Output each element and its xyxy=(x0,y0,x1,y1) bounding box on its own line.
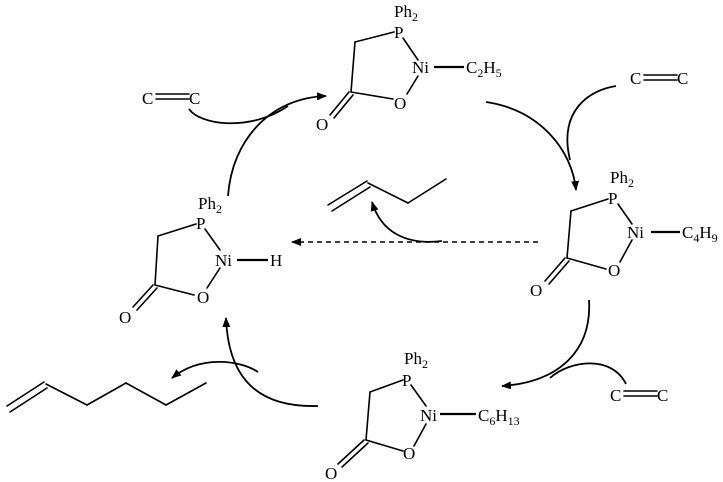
arrow-hexyl-to-nih xyxy=(222,317,319,407)
svg-text:C: C xyxy=(677,69,688,88)
phenyl-label: Ph2 xyxy=(404,349,428,371)
nickel-atom: Ni xyxy=(412,58,429,77)
svg-text:C: C xyxy=(657,386,668,405)
phenyl-label: Ph2 xyxy=(394,2,418,24)
hydride-label: H xyxy=(270,251,282,270)
arrow-ethylene-insertion-2 xyxy=(566,85,617,161)
arrow-ethylene-insertion-3 xyxy=(549,362,627,385)
nickel-atom: Ni xyxy=(627,223,644,242)
carbonyl-oxygen: O xyxy=(119,308,131,327)
svg-text:C: C xyxy=(142,89,153,108)
phosphorus-atom: P xyxy=(394,23,403,42)
ethyl-group-label: C2H5 xyxy=(466,58,502,80)
svg-text:C: C xyxy=(630,69,641,88)
nickel-atom: Ni xyxy=(215,251,232,270)
complex-ni-butyl: Ph2 P Ni O O C4H9 xyxy=(530,168,718,300)
carbonyl-oxygen: O xyxy=(316,115,328,134)
product-1-butene xyxy=(327,178,447,212)
arrow-nih-to-ethyl xyxy=(227,92,327,197)
complex-ni-ethyl: Ph2 P Ni O O C2H5 xyxy=(316,2,502,134)
complex-ni-hexyl: Ph2 P Ni O O C6H13 xyxy=(325,349,520,482)
oxygen-atom: O xyxy=(197,288,209,307)
carbonyl-oxygen: O xyxy=(530,281,542,300)
oxygen-atom: O xyxy=(394,94,406,113)
arrow-ethyl-to-butyl xyxy=(485,101,580,191)
svg-text:C: C xyxy=(189,89,200,108)
oxygen-atom: O xyxy=(403,444,415,463)
ethylene-reagent-top-right: C C xyxy=(630,69,688,88)
complex-ni-hydride: Ph2 P Ni O O H xyxy=(119,194,282,327)
oxygen-atom: O xyxy=(608,261,620,280)
ethylene-reagent-top-left: C C xyxy=(142,89,200,108)
carbonyl-oxygen: O xyxy=(325,464,337,482)
phenyl-label: Ph2 xyxy=(198,194,222,216)
phenyl-label: Ph2 xyxy=(610,168,634,190)
nickel-atom: Ni xyxy=(420,406,437,425)
arrow-ethylene-insertion-1 xyxy=(188,105,289,125)
arrow-hexene-release xyxy=(171,360,259,379)
phosphorus-atom: P xyxy=(196,214,205,233)
phosphorus-atom: P xyxy=(402,371,411,390)
butyl-group-label: C4H9 xyxy=(682,223,718,245)
ethylene-reagent-bottom-right: C C xyxy=(610,386,668,405)
phosphorus-atom: P xyxy=(608,189,617,208)
product-1-hexene xyxy=(6,381,207,413)
svg-text:C: C xyxy=(610,386,621,405)
arrow-butene-release xyxy=(370,201,443,243)
hexyl-group-label: C6H13 xyxy=(478,406,520,428)
arrow-butyl-to-hexyl xyxy=(501,299,590,390)
